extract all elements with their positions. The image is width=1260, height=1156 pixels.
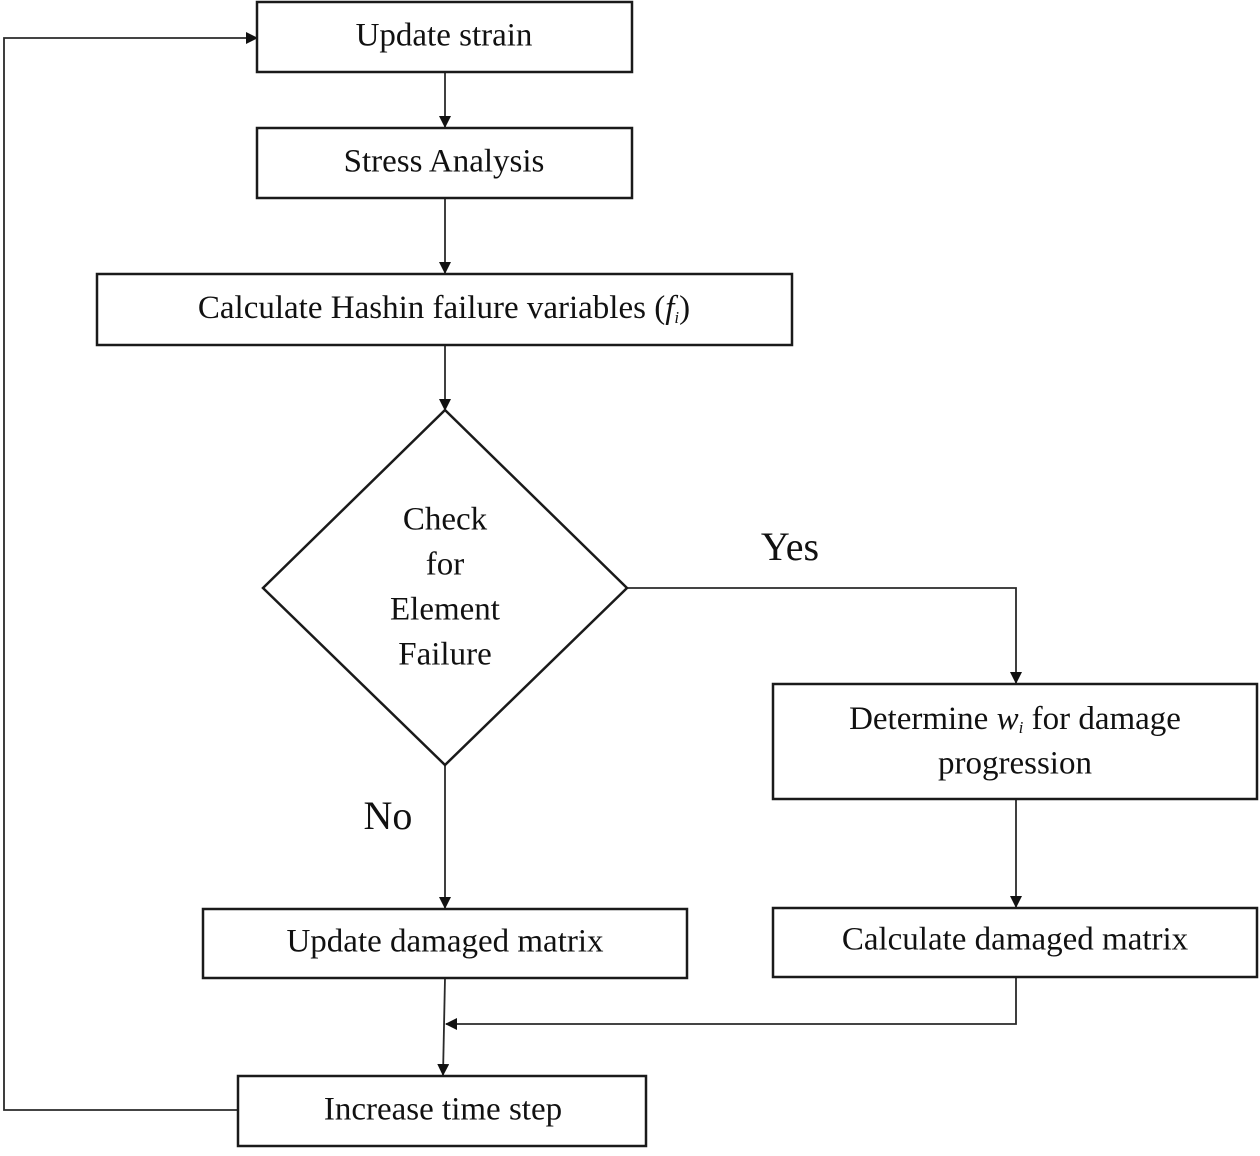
box-update-strain <box>255 0 634 74</box>
label-determine-line2: progression <box>938 746 1092 782</box>
label-determine-line1: Determine wi for damage <box>849 701 1181 737</box>
box-hashin <box>95 272 794 347</box>
decision-diamond <box>261 408 629 767</box>
label-stress-analysis: Stress Analysis <box>344 144 545 180</box>
node-update-damaged: Update damaged matrix <box>201 907 689 980</box>
box-calculate-damaged <box>771 906 1259 979</box>
label-determine-sub: i <box>1019 718 1024 737</box>
box-update-damaged <box>201 907 689 980</box>
arrow-loop-back <box>3 32 258 1111</box>
label-determine-pre: Determine <box>849 701 997 737</box>
label-update-damaged: Update damaged matrix <box>286 924 604 960</box>
arrow-update-to-increase <box>437 977 450 1076</box>
node-update-strain: Update strain <box>255 0 634 74</box>
label-calculate-damaged: Calculate damaged matrix <box>842 922 1189 958</box>
node-stress-analysis: Stress Analysis <box>255 126 634 200</box>
box-increase-time <box>236 1074 648 1148</box>
label-determine-post: for damage <box>1023 701 1181 737</box>
label-yes: Yes <box>761 524 819 569</box>
label-hashin: Calculate Hashin failure variables (fi) <box>198 290 690 327</box>
label-hashin-close: ) <box>679 290 690 326</box>
label-hashin-text: Calculate Hashin failure variables ( <box>198 290 665 326</box>
box-stress-analysis <box>255 126 634 200</box>
label-check-line1: Check <box>403 502 488 538</box>
node-determine: Determine wi for damage progression <box>771 682 1259 801</box>
arrow-yes-branch <box>627 587 1022 684</box>
label-increase-time: Increase time step <box>324 1092 562 1128</box>
label-check-line3: Element <box>390 592 500 628</box>
node-increase-time: Increase time step <box>236 1074 648 1148</box>
label-determine-var: w <box>997 701 1019 737</box>
node-check-failure: Check for Element Failure <box>261 408 629 767</box>
label-check-line4: Failure <box>398 637 491 673</box>
label-no: No <box>364 793 413 838</box>
node-calculate-damaged: Calculate damaged matrix <box>771 906 1259 979</box>
box-determine <box>771 682 1259 801</box>
label-update-strain: Update strain <box>356 18 533 54</box>
node-hashin: Calculate Hashin failure variables (fi) <box>95 272 794 347</box>
arrow-calculate-to-merge <box>445 977 1017 1030</box>
label-check-line2: for <box>426 547 464 583</box>
label-hashin-sub: i <box>674 308 679 327</box>
